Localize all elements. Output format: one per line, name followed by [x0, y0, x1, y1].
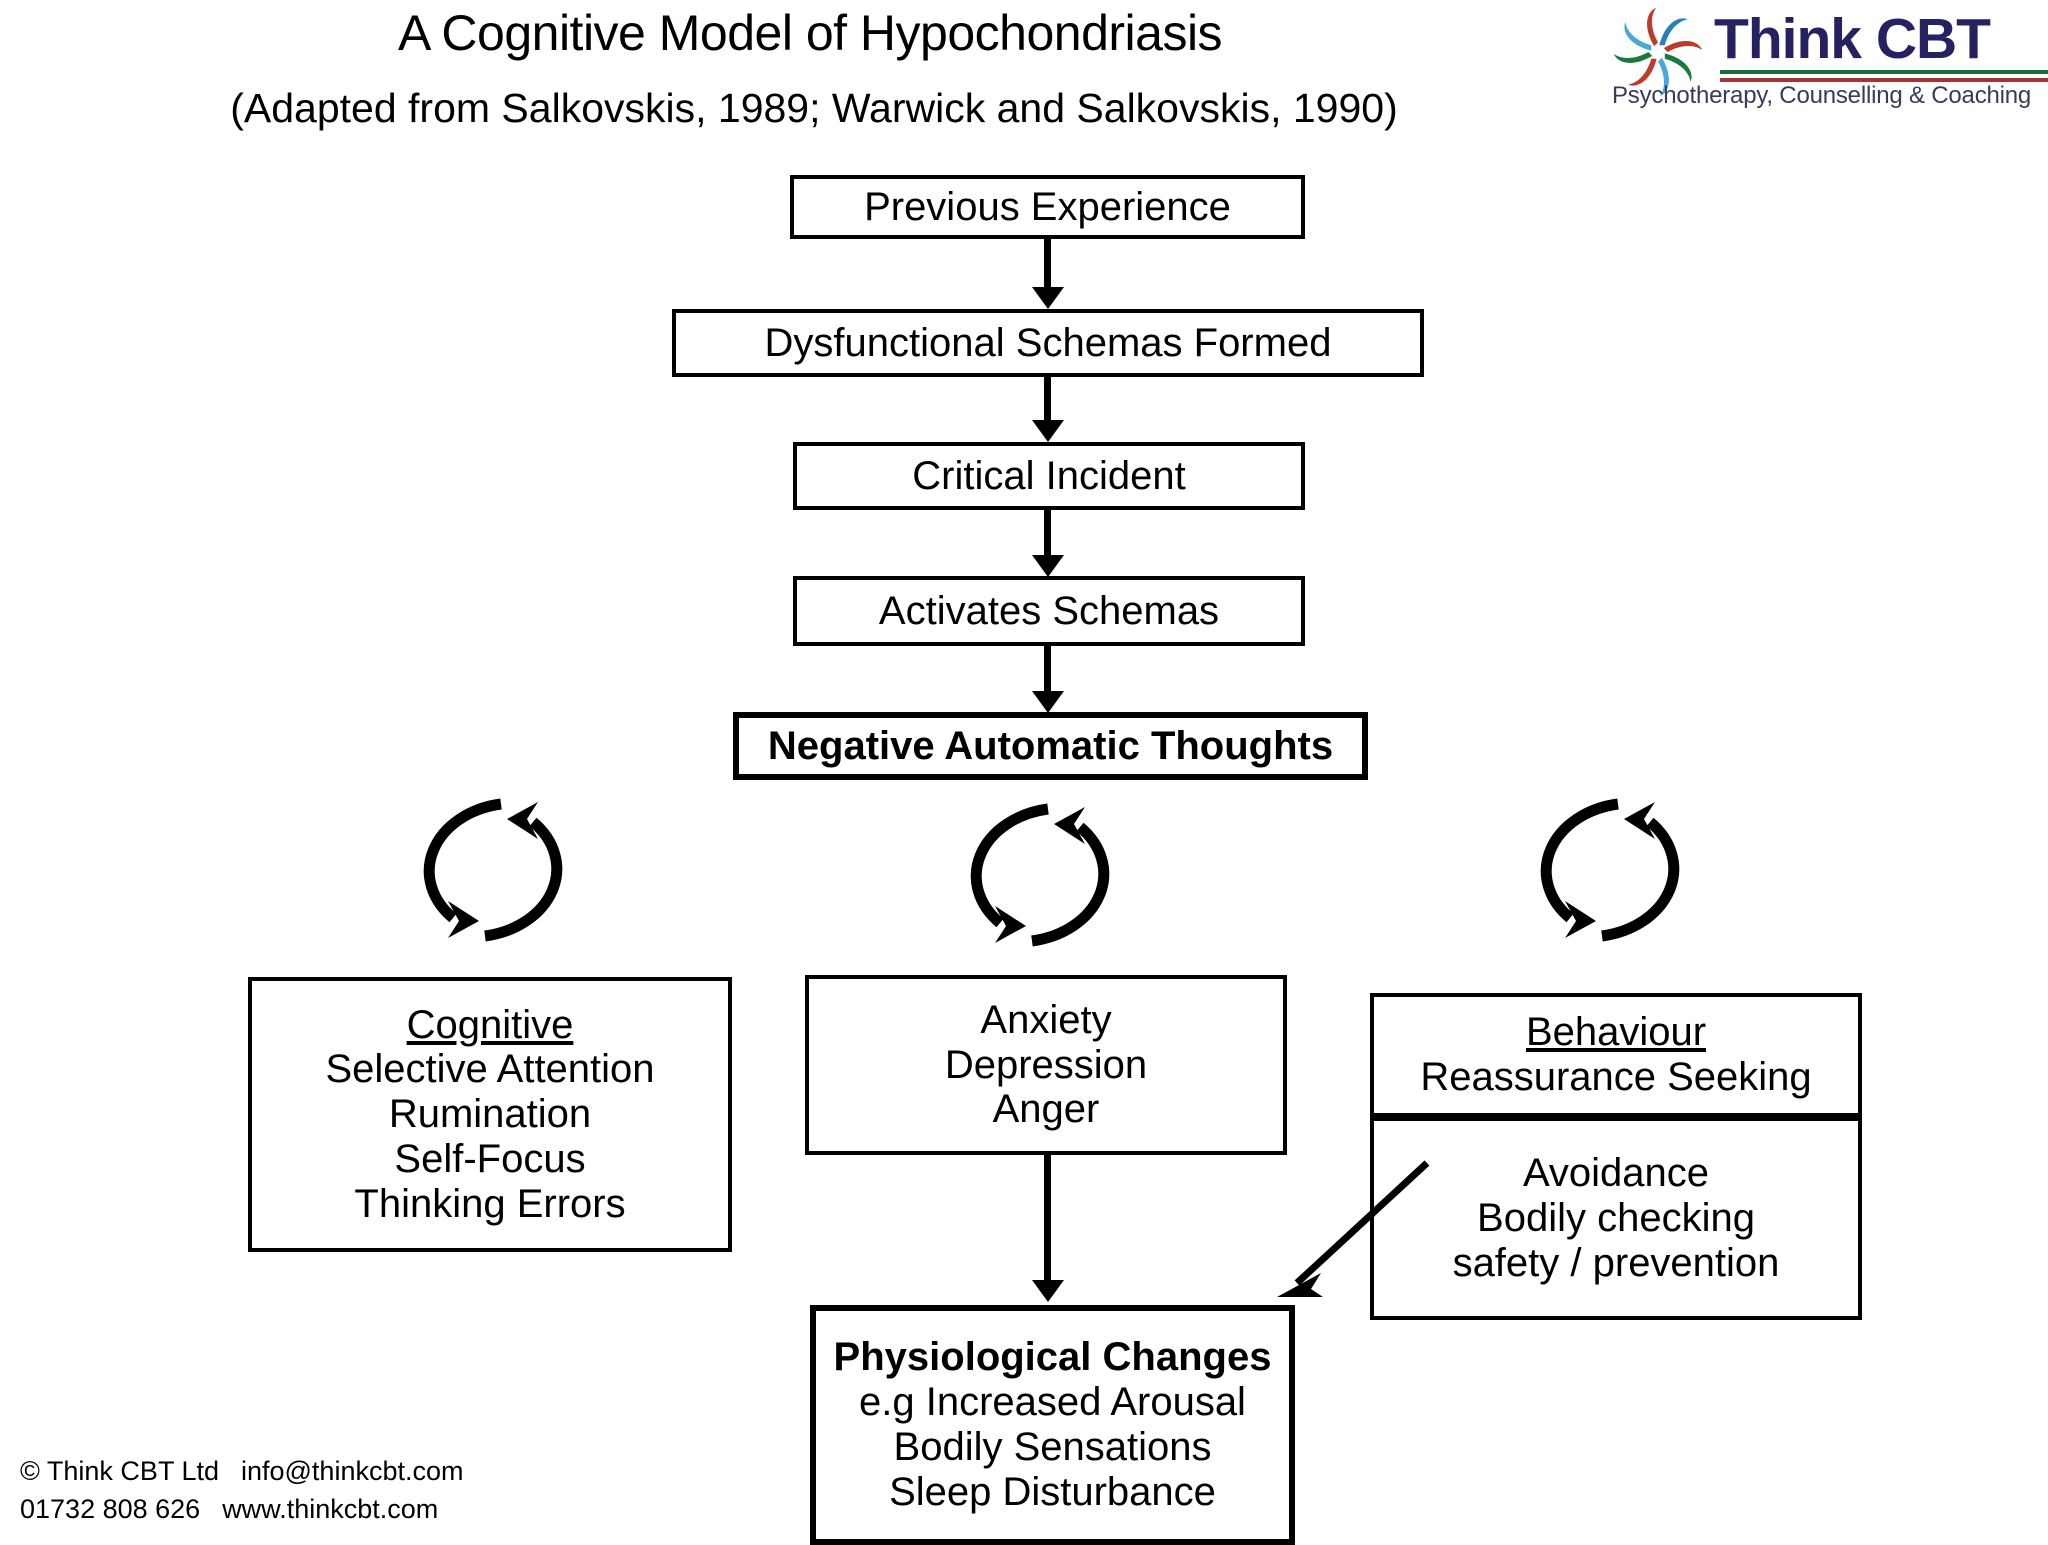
- footer-line-1: © Think CBT Ltd info@thinkcbt.com: [20, 1452, 463, 1490]
- box-cognitive-line-1: Rumination: [388, 1092, 592, 1137]
- feedback-loop-behaviour: [1510, 790, 1710, 950]
- box-critical-incident: Critical Incident: [793, 442, 1305, 510]
- footer-contact: © Think CBT Ltd info@thinkcbt.com 01732 8…: [20, 1452, 463, 1529]
- box-physiological-heading: Physiological Changes: [833, 1335, 1272, 1380]
- box-emotional-line-1: Depression: [944, 1042, 1148, 1087]
- box-cognitive-line-3: Thinking Errors: [354, 1181, 626, 1226]
- feedback-loop-emotion: [940, 795, 1140, 955]
- box-emotional-reactions: Anxiety Depression Anger: [805, 975, 1287, 1155]
- think-cbt-logo: Think CBT Psychotherapy, Counselling & C…: [1610, 2, 2048, 109]
- box-physiological-line-0: e.g Increased Arousal: [859, 1380, 1246, 1425]
- arrow-emotion-to-physiological: [1044, 1155, 1051, 1283]
- box-behaviour-heading: Behaviour: [1525, 1010, 1707, 1055]
- box-cognitive-line-2: Self-Focus: [394, 1136, 586, 1181]
- box-behaviour-line-0: Reassurance Seeking: [1420, 1055, 1812, 1099]
- footer-copyright: © Think CBT Ltd: [20, 1456, 219, 1486]
- footer-website: www.thinkcbt.com: [222, 1494, 439, 1525]
- box-behaviour-bottom-line-0: Avoidance: [1522, 1151, 1710, 1196]
- logo-wordmark: Think CBT: [1714, 7, 1991, 71]
- box-behaviour-bottom-line-2: safety / prevention: [1452, 1240, 1780, 1285]
- box-activates-schemas-label: Activates Schemas: [878, 588, 1220, 633]
- box-emotional-line-2: Anger: [992, 1087, 1100, 1132]
- box-dysfunctional-schemas: Dysfunctional Schemas Formed: [672, 309, 1424, 377]
- box-dysfunctional-schemas-label: Dysfunctional Schemas Formed: [764, 320, 1332, 365]
- box-emotional-line-0: Anxiety: [980, 997, 1112, 1042]
- arrow-schemas-to-critical: [1044, 377, 1051, 423]
- box-cognitive: Cognitive Selective Attention Rumination…: [248, 977, 732, 1252]
- box-previous-experience-label: Previous Experience: [864, 184, 1231, 229]
- box-physiological-changes: Physiological Changes e.g Increased Arou…: [810, 1305, 1295, 1545]
- box-previous-experience: Previous Experience: [790, 175, 1305, 239]
- arrow-previous-to-schemas: [1044, 239, 1051, 290]
- box-physiological-line-2: Sleep Disturbance: [889, 1469, 1216, 1514]
- box-behaviour-bottom: Avoidance Bodily checking safety / preve…: [1370, 1117, 1862, 1320]
- logo-rule-red: [1720, 78, 2048, 82]
- arrow-behaviour-to-physiological: [1255, 1155, 1435, 1315]
- box-physiological-line-1: Bodily Sensations: [893, 1425, 1212, 1469]
- box-activates-schemas: Activates Schemas: [793, 576, 1305, 646]
- logo-tagline: Psychotherapy, Counselling & Coaching: [1612, 82, 2032, 109]
- box-cognitive-heading: Cognitive: [406, 1002, 574, 1047]
- box-critical-incident-label: Critical Incident: [912, 453, 1186, 498]
- page-title: A Cognitive Model of Hypochondriasis: [397, 5, 1223, 61]
- arrow-critical-to-activates: [1044, 510, 1051, 558]
- logo-rule-green: [1720, 70, 2048, 74]
- footer-phone: 01732 808 626: [20, 1494, 201, 1525]
- page-subtitle: (Adapted from Salkovskis, 1989; Warwick …: [230, 85, 1398, 131]
- box-negative-automatic-thoughts-label: Negative Automatic Thoughts: [767, 723, 1334, 768]
- pinwheel-swirl-icon: [1610, 4, 1706, 100]
- feedback-loop-cognitive: [393, 790, 593, 950]
- box-behaviour-top: Behaviour Reassurance Seeking: [1370, 993, 1862, 1117]
- footer-line-2: 01732 808 626 www.thinkcbt.com: [20, 1490, 463, 1528]
- arrow-activates-to-nat: [1044, 646, 1051, 694]
- box-behaviour-bottom-line-1: Bodily checking: [1477, 1196, 1755, 1241]
- footer-email: info@thinkcbt.com: [240, 1456, 464, 1486]
- box-negative-automatic-thoughts: Negative Automatic Thoughts: [733, 712, 1368, 780]
- box-cognitive-line-0: Selective Attention: [325, 1047, 655, 1092]
